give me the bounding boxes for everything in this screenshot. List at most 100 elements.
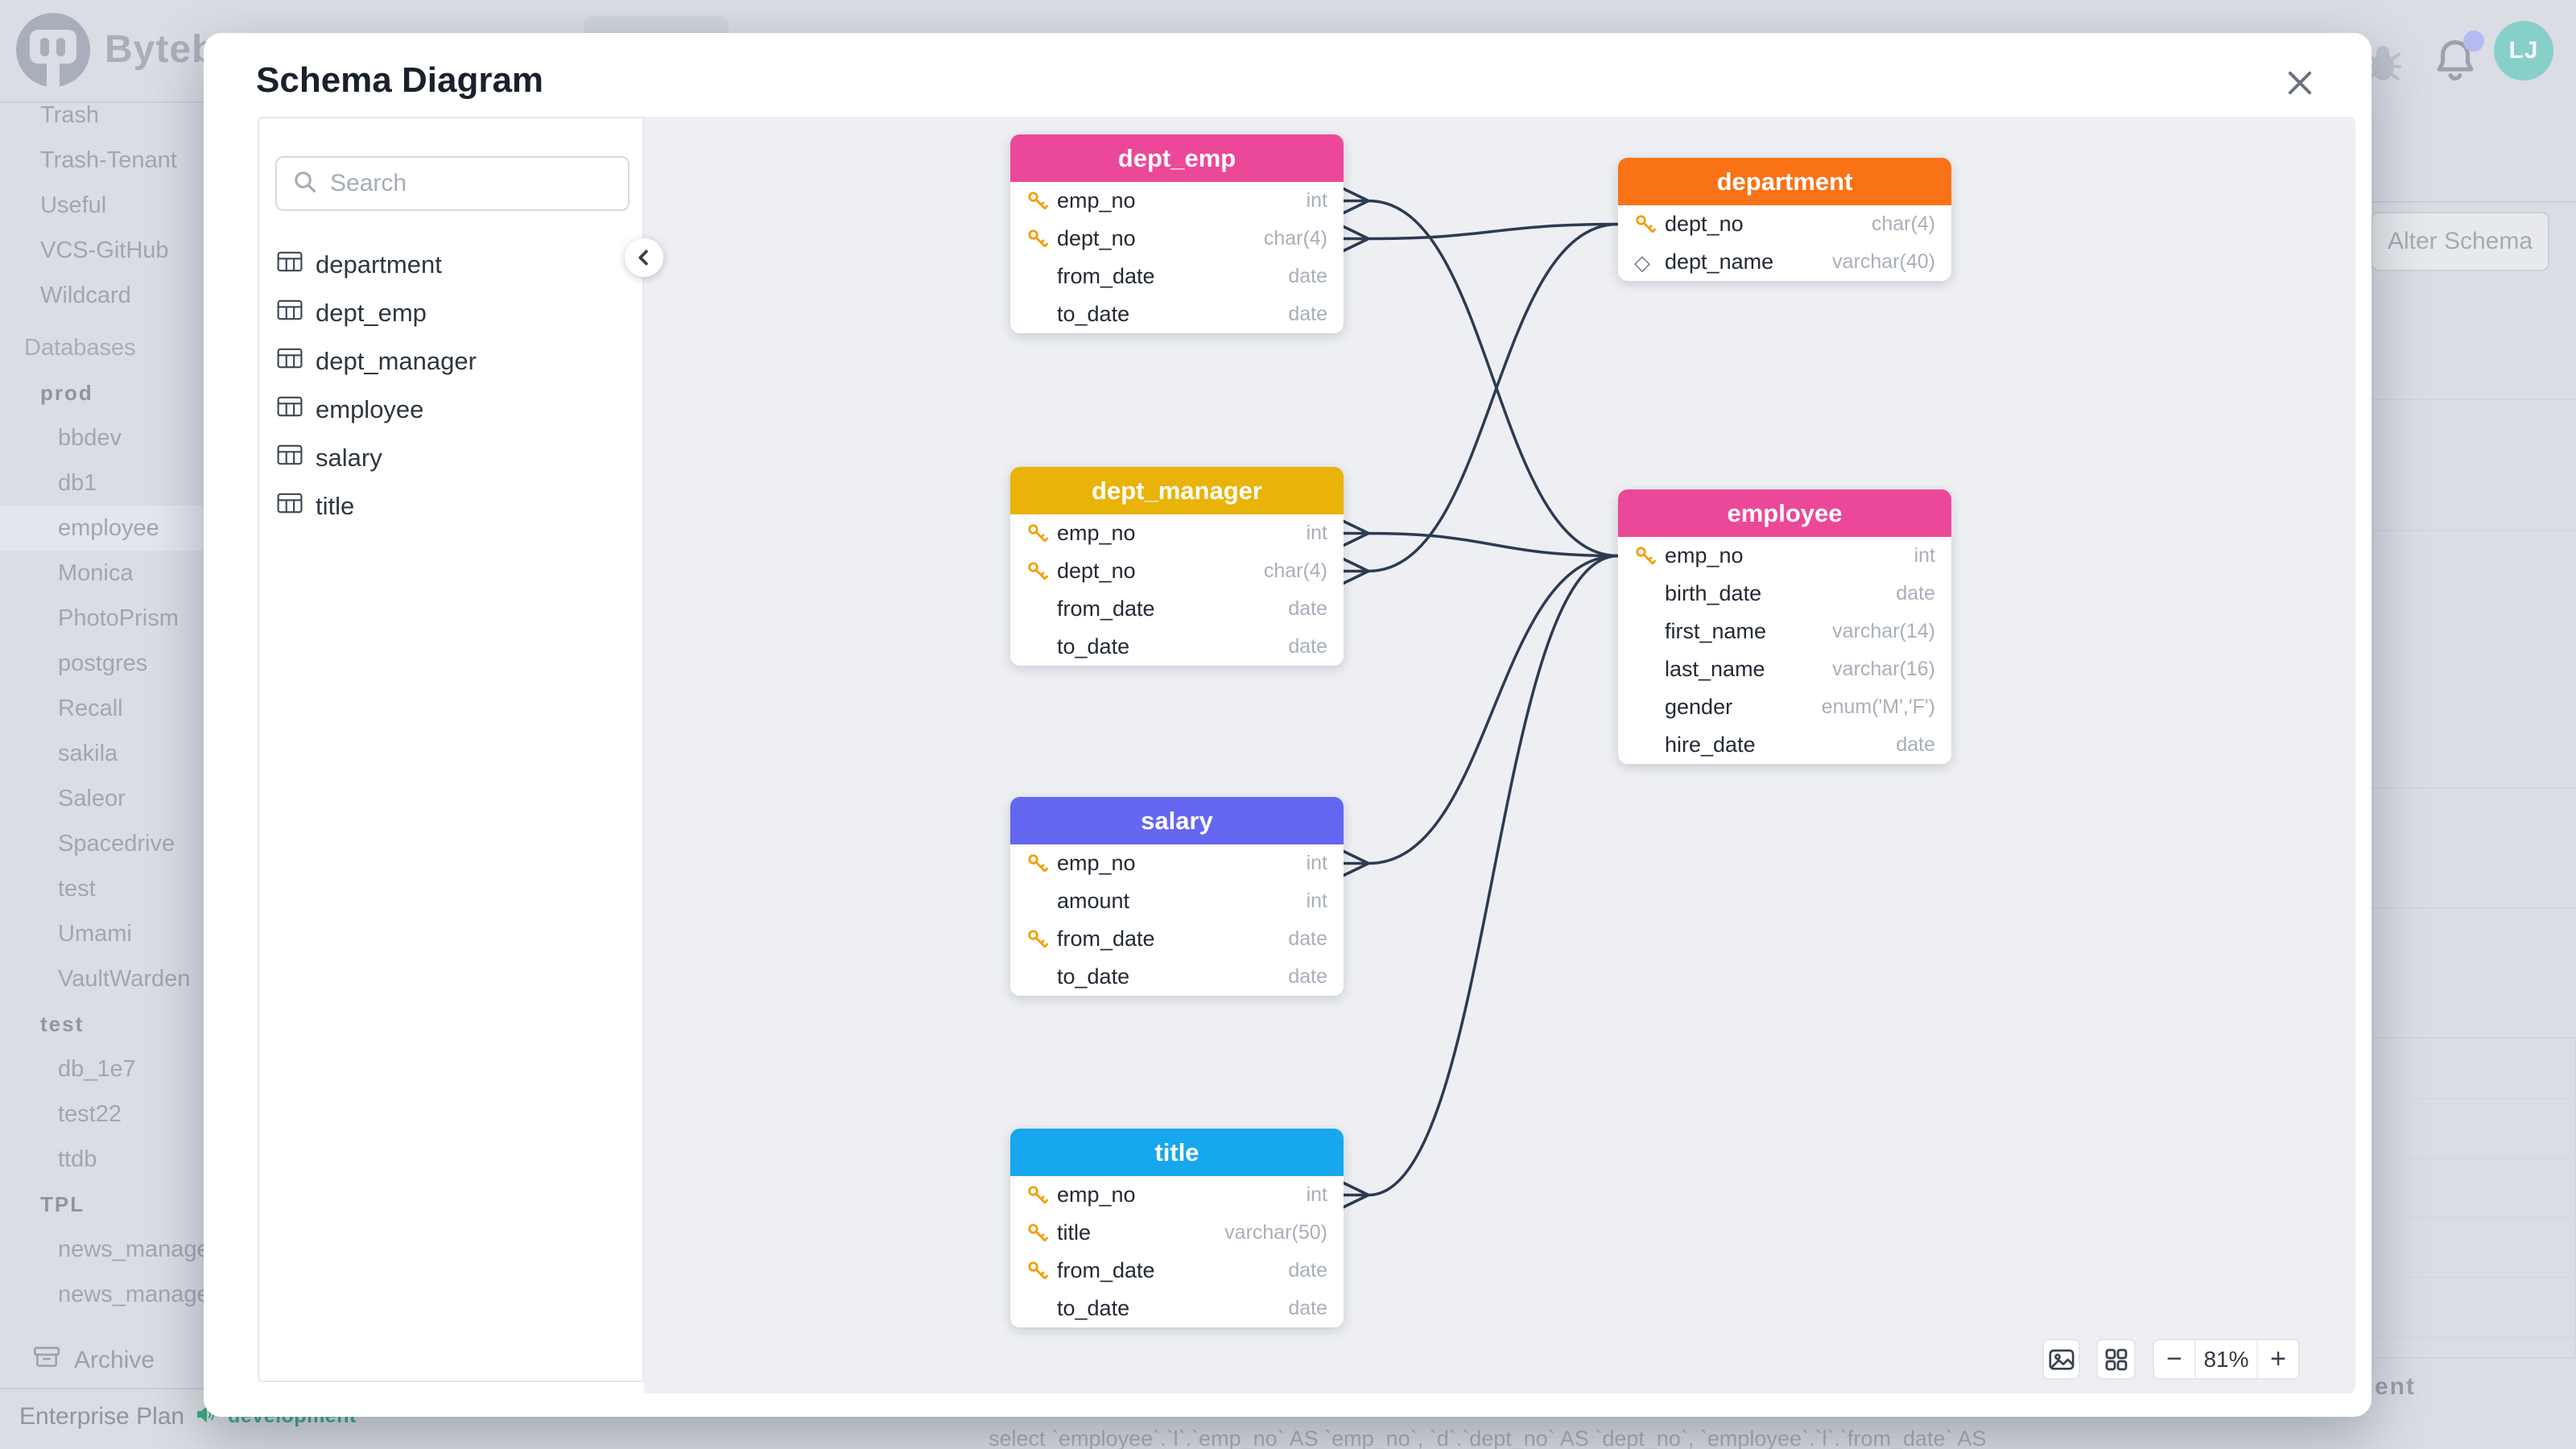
bell-icon[interactable] [2429, 31, 2484, 91]
key-icon [1026, 190, 1057, 213]
grid-icon [2105, 1348, 2127, 1370]
sidebar-item-db-1e7[interactable]: db_1e7 [58, 1055, 136, 1082]
sidebar-item-news-manage[interactable]: news_manage [58, 1236, 204, 1262]
sidebar-item-test[interactable]: test [40, 1011, 85, 1036]
key-icon [1026, 1222, 1057, 1245]
table-list-item-department[interactable]: department [259, 241, 642, 289]
footer-divider [0, 1388, 204, 1389]
sql-preview: select `employee`.`l`.`emp_no` AS `emp_n… [989, 1426, 1987, 1449]
table-list-item-dept_manager[interactable]: dept_manager [259, 337, 642, 386]
sidebar-item-useful[interactable]: Useful [40, 192, 107, 218]
relationship-line [1342, 222, 1620, 585]
sidebar-item-prod[interactable]: prod [40, 380, 93, 405]
close-icon [2288, 71, 2312, 95]
table-card-header: title [1010, 1129, 1344, 1176]
close-button[interactable] [2282, 65, 2318, 101]
background-table [2372, 1037, 2576, 1359]
table-list-item-salary[interactable]: salary [259, 434, 642, 482]
sidebar-item-archive[interactable]: Archive [32, 1340, 155, 1381]
key-icon [1026, 928, 1057, 951]
sidebar-item-tpl[interactable]: TPL [40, 1191, 85, 1216]
sidebar-divider [0, 101, 204, 103]
background-row-line [2372, 398, 2576, 400]
sidebar-item-vcs-github[interactable]: VCS-GitHub [40, 237, 169, 263]
table-list-panel: departmentdept_empdept_manageremployeesa… [258, 117, 644, 1382]
sidebar-item-umami[interactable]: Umami [58, 920, 132, 947]
sidebar-item-saleor[interactable]: Saleor [58, 785, 126, 811]
table-list-item-employee[interactable]: employee [259, 386, 642, 434]
sidebar-item-vaultwarden[interactable]: VaultWarden [58, 965, 191, 992]
sidebar-item-wildcard[interactable]: Wildcard [40, 282, 131, 308]
relationship-lines [1342, 187, 1620, 1209]
sidebar-item-recall[interactable]: Recall [58, 695, 123, 721]
sidebar-item-photoprism[interactable]: PhotoPrism [58, 605, 179, 631]
sidebar-item-test22[interactable]: test22 [58, 1100, 122, 1127]
zoom-in-button[interactable]: + [2270, 1344, 2286, 1374]
key-icon [1634, 545, 1665, 568]
background-row-line [2372, 787, 2576, 789]
table-card-header: dept_manager [1010, 467, 1344, 514]
table-list-item-dept_emp[interactable]: dept_emp [259, 289, 642, 337]
search-input[interactable] [330, 170, 613, 197]
sidebar-item-test[interactable]: test [58, 875, 96, 902]
chevron-left-icon [638, 250, 648, 266]
sidebar-item-trash[interactable]: Trash [40, 101, 100, 128]
key-icon [1026, 1260, 1057, 1282]
sidebar-item-news-manage[interactable]: news_manage [58, 1281, 204, 1307]
background-divider [2372, 201, 2576, 203]
sidebar-item-databases: Databases [24, 334, 136, 361]
key-icon [1026, 522, 1057, 545]
zoom-out-button[interactable]: − [2166, 1344, 2182, 1374]
key-icon [1026, 560, 1057, 583]
sidebar-item-postgres[interactable]: postgres [58, 650, 148, 676]
key-icon [1634, 213, 1665, 236]
diamond-icon: ◇ [1634, 250, 1650, 275]
table-icon [277, 444, 303, 473]
table-icon [277, 492, 303, 521]
table-list-item-title[interactable]: title [259, 482, 642, 530]
background-row-line [2372, 907, 2576, 909]
table-icon [277, 250, 303, 279]
collapse-panel-button[interactable] [625, 238, 663, 277]
sidebar-item-spacedrive[interactable]: Spacedrive [58, 830, 175, 857]
export-image-button[interactable] [2042, 1339, 2080, 1380]
sidebar-item-bbdev[interactable]: bbdev [58, 424, 122, 451]
table-icon [277, 347, 303, 376]
sidebar-item-db1[interactable]: db1 [58, 469, 97, 496]
sidebar-item-ttdb[interactable]: ttdb [58, 1146, 97, 1172]
auto-layout-button[interactable] [2096, 1339, 2136, 1380]
sidebar-item-monica[interactable]: Monica [58, 559, 134, 586]
relationship-line [1342, 519, 1620, 558]
sidebar-item-employee[interactable]: employee [0, 506, 204, 551]
key-icon [1026, 852, 1057, 875]
search-icon [291, 168, 319, 200]
sidebar-item-trash-tenant[interactable]: Trash-Tenant [40, 147, 177, 173]
sidebar-item-sakila[interactable]: sakila [58, 740, 118, 766]
alter-schema-button[interactable]: Alter Schema [2371, 212, 2549, 271]
avatar[interactable]: LJ [2494, 21, 2553, 80]
modal-title: Schema Diagram [256, 60, 544, 100]
key-icon [1026, 1184, 1057, 1207]
zoom-level: 81% [2194, 1340, 2258, 1378]
